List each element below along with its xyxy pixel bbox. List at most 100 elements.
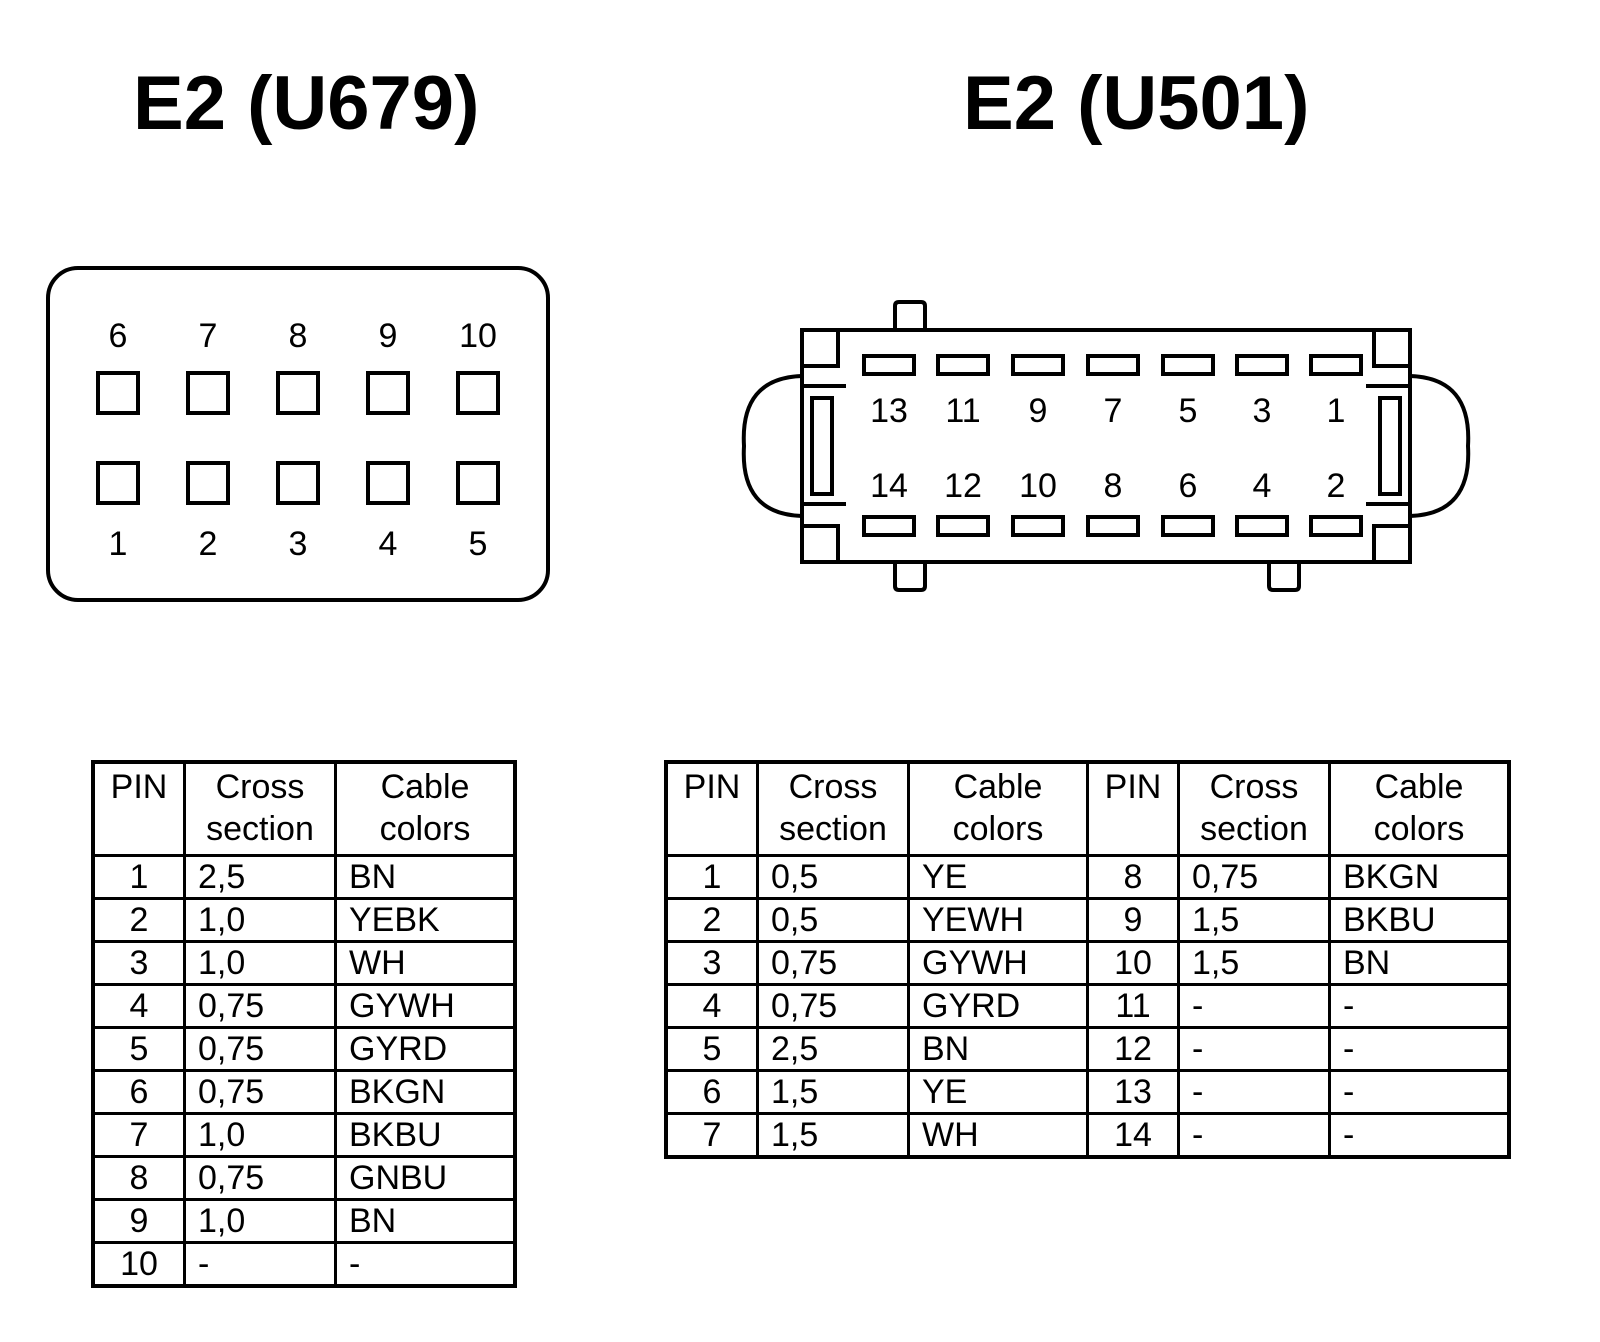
left-table-cell: BKBU (334, 1112, 517, 1158)
left-bottom-pin-box (456, 461, 500, 505)
left-table-cell: 0,75 (183, 983, 337, 1029)
left-table-cell: 3 (91, 940, 186, 986)
left-bottom-pin-box (276, 461, 320, 505)
right-table-cell: 2 (664, 897, 759, 943)
left-top-pin-label: 10 (459, 317, 497, 355)
right-top-pin-label: 7 (1104, 392, 1123, 430)
left-table-cell: 5 (91, 1026, 186, 1072)
left-table-cell: GYWH (334, 983, 517, 1029)
left-table-cell: BN (334, 1198, 517, 1244)
left-top-pin-box (96, 371, 140, 415)
right-bottom-pin-label: 2 (1327, 467, 1346, 505)
right-top-pin-label: 9 (1029, 392, 1048, 430)
right-table-cell: 1,5 (1177, 940, 1331, 986)
right-table-header-cell: PIN (664, 760, 759, 857)
right-top-pin-slot (1086, 354, 1140, 376)
left-bottom-pin-box (366, 461, 410, 505)
right-table-cell: YE (907, 854, 1089, 900)
left-connector-title: E2 (U679) (133, 61, 480, 146)
left-table-cell: 1,0 (183, 1198, 337, 1244)
left-table-cell: 6 (91, 1069, 186, 1115)
right-bottom-pin-slot (936, 515, 990, 537)
right-table-cell: 2,5 (756, 1026, 910, 1072)
left-table-cell: 9 (91, 1198, 186, 1244)
right-bottom-pin-slot (1086, 515, 1140, 537)
left-bottom-pin-box (186, 461, 230, 505)
right-table-header-cell: PIN (1086, 760, 1180, 857)
left-table-cell: BKGN (334, 1069, 517, 1115)
left-bottom-pin-label: 3 (289, 525, 308, 563)
left-bottom-pin-label: 4 (379, 525, 398, 563)
right-table-cell: 5 (664, 1026, 759, 1072)
right-top-pin-slot (1011, 354, 1065, 376)
right-table-cell: 11 (1086, 983, 1180, 1029)
right-table-cell: - (1328, 983, 1511, 1029)
left-table-cell: 0,75 (183, 1069, 337, 1115)
right-top-pin-slot (1161, 354, 1215, 376)
right-table-cell: 12 (1086, 1026, 1180, 1072)
right-table-cell: BN (907, 1026, 1089, 1072)
left-top-pin-box (456, 371, 500, 415)
left-table-cell: 2 (91, 897, 186, 943)
right-bottom-pin-slot (1161, 515, 1215, 537)
right-table-cell: - (1328, 1112, 1511, 1159)
right-table-header-cell: Cross section (756, 760, 910, 857)
right-table-cell: GYRD (907, 983, 1089, 1029)
left-bottom-pin-box (96, 461, 140, 505)
right-table-cell: 4 (664, 983, 759, 1029)
right-table-cell: - (1177, 1112, 1331, 1159)
left-table-cell: - (334, 1241, 517, 1288)
right-table-cell: 9 (1086, 897, 1180, 943)
left-table-cell: YEBK (334, 897, 517, 943)
right-bottom-pin-slot (1235, 515, 1289, 537)
right-top-pin-slot (936, 354, 990, 376)
right-table-cell: 3 (664, 940, 759, 986)
left-top-pin-label: 9 (379, 317, 398, 355)
right-table-cell: 1 (664, 854, 759, 900)
left-top-pin-label: 8 (289, 317, 308, 355)
right-bottom-pin-label: 6 (1179, 467, 1198, 505)
right-table-cell: BKGN (1328, 854, 1511, 900)
right-table-cell: 1,5 (756, 1069, 910, 1115)
left-table-cell: GYRD (334, 1026, 517, 1072)
right-table-cell: BKBU (1328, 897, 1511, 943)
right-table-cell: 1,5 (1177, 897, 1331, 943)
left-top-pin-box (366, 371, 410, 415)
right-bottom-pin-slot (862, 515, 916, 537)
right-top-pin-slot (1235, 354, 1289, 376)
right-table-cell: 0,75 (1177, 854, 1331, 900)
right-table-cell: BN (1328, 940, 1511, 986)
right-connector-body (741, 300, 1471, 592)
left-table-cell: WH (334, 940, 517, 986)
left-table-cell: 1 (91, 854, 186, 900)
right-table-cell: 6 (664, 1069, 759, 1115)
left-table-cell: 0,75 (183, 1026, 337, 1072)
left-table-cell: 2,5 (183, 854, 337, 900)
left-table-cell: 1,0 (183, 1112, 337, 1158)
left-table-cell: 1,0 (183, 940, 337, 986)
left-table-cell: 10 (91, 1241, 186, 1288)
left-table-header-cell: Cable colors (334, 760, 517, 857)
right-table-cell: GYWH (907, 940, 1089, 986)
left-top-pin-label: 6 (109, 317, 128, 355)
right-bottom-pin-slot (1011, 515, 1065, 537)
left-connector-body (46, 266, 550, 602)
right-table-cell: - (1328, 1026, 1511, 1072)
left-table-cell: GNBU (334, 1155, 517, 1201)
right-table-header-cell: Cable colors (907, 760, 1089, 857)
